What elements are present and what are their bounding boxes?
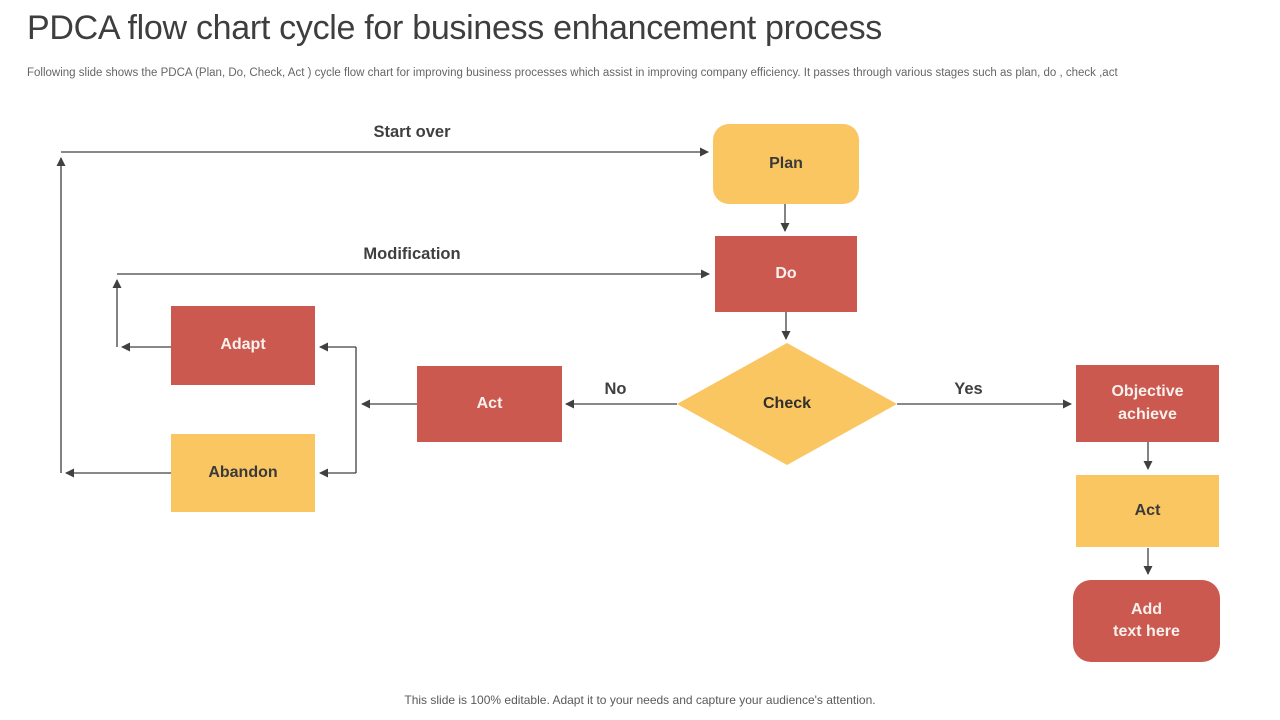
edge-label-yes: Yes bbox=[954, 380, 983, 398]
node-act-right: Act bbox=[1076, 475, 1219, 547]
node-act-left: Act bbox=[417, 366, 562, 442]
node-add-text-here-label-line2: text here bbox=[1113, 623, 1180, 640]
page-title: PDCA flow chart cycle for business enhan… bbox=[27, 9, 882, 47]
node-abandon: Abandon bbox=[171, 434, 315, 512]
footer-note: This slide is 100% editable. Adapt it to… bbox=[404, 693, 876, 707]
page-subtitle: Following slide shows the PDCA (Plan, Do… bbox=[27, 67, 1118, 79]
node-plan: Plan bbox=[713, 124, 859, 204]
edge-label-no: No bbox=[604, 380, 627, 398]
node-objective-achieve-label-line1: Objective bbox=[1111, 383, 1184, 401]
node-adapt-label: Adapt bbox=[220, 336, 266, 354]
edge-label-modification: Modification bbox=[363, 245, 461, 263]
node-plan-label: Plan bbox=[769, 154, 803, 172]
node-act-left-label: Act bbox=[476, 394, 503, 412]
node-act-right-label: Act bbox=[1134, 501, 1161, 519]
node-objective-achieve-label-line2: achieve bbox=[1118, 405, 1177, 423]
node-check-decision: Check bbox=[677, 343, 897, 465]
node-check-label: Check bbox=[762, 394, 812, 412]
node-do-label: Do bbox=[775, 264, 797, 282]
node-objective-achieve: Objective achieve bbox=[1076, 365, 1219, 442]
node-abandon-label: Abandon bbox=[208, 463, 278, 481]
node-add-text-here: Add text here bbox=[1073, 580, 1220, 662]
edge-label-start-over: Start over bbox=[373, 123, 451, 141]
node-do: Do bbox=[715, 236, 857, 312]
node-adapt: Adapt bbox=[171, 306, 315, 385]
node-add-text-here-label-line1: Add bbox=[1130, 600, 1163, 618]
